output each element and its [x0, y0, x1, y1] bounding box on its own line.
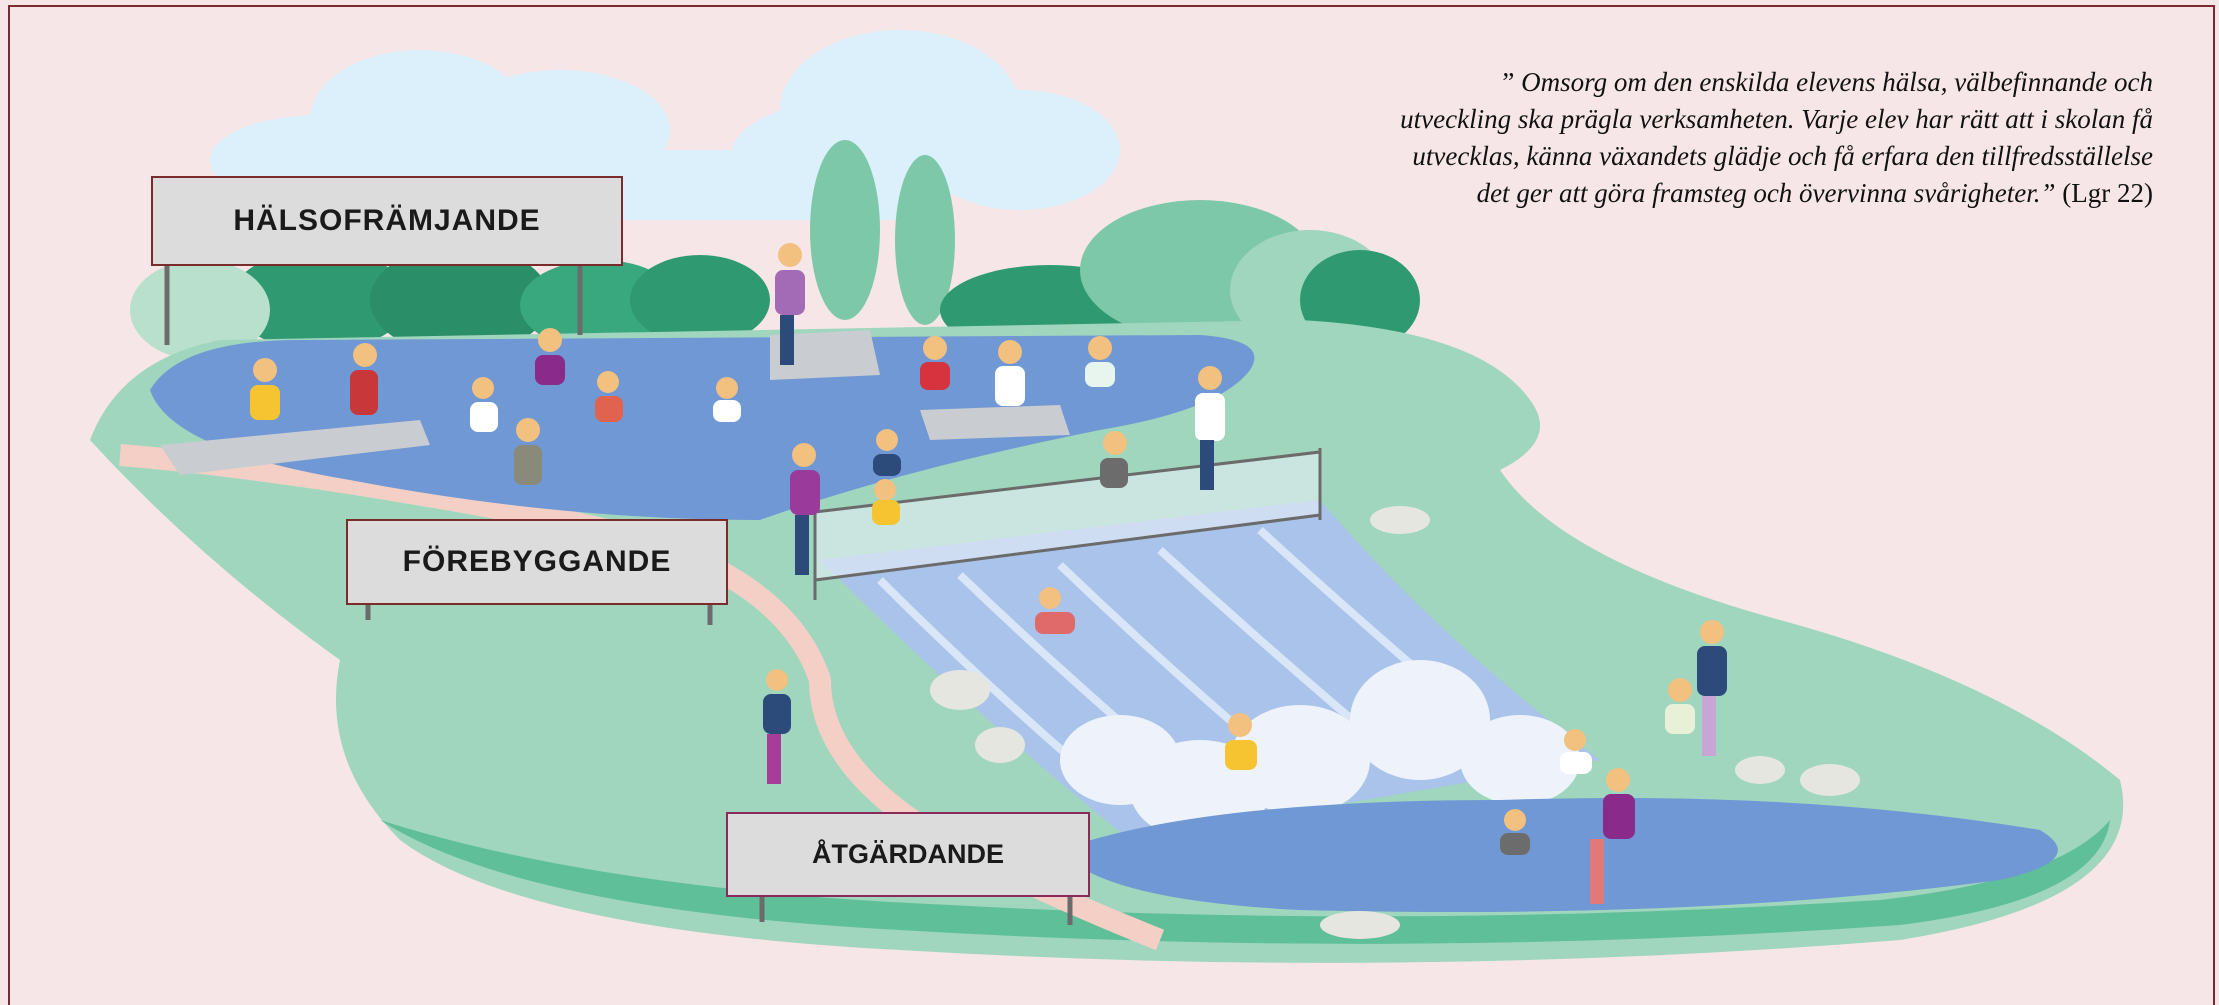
- net: [813, 448, 1322, 600]
- sign-preventive-label: FÖREBYGGANDE: [402, 545, 672, 578]
- curriculum-quote: ” Omsorg om den enskilda elevens hälsa, …: [1393, 64, 2153, 212]
- pool: [150, 335, 1255, 520]
- sign-health-promoting-label: HÄLSOFRÄMJANDE: [233, 204, 541, 237]
- sign-remedial: ÅTGÄRDANDE: [726, 812, 1090, 897]
- piers: [160, 330, 1070, 475]
- land-shade: [380, 820, 2110, 944]
- sign-preventive: FÖREBYGGANDE: [346, 519, 728, 605]
- sign-health-promoting: HÄLSOFRÄMJANDE: [151, 176, 623, 266]
- lower-pool: [1060, 798, 2058, 912]
- quote-open-mark: ”: [1502, 67, 1515, 97]
- people: [250, 243, 1727, 904]
- quote-text: Omsorg om den enskilda elevens hälsa, vä…: [1400, 67, 2153, 208]
- sign-remedial-label: ÅTGÄRDANDE: [812, 839, 1004, 869]
- figure-frame: [8, 5, 2215, 1005]
- rocks: [930, 506, 1860, 939]
- quote-close-mark: ”: [2040, 178, 2056, 208]
- quote-source: (Lgr 22): [2062, 178, 2153, 208]
